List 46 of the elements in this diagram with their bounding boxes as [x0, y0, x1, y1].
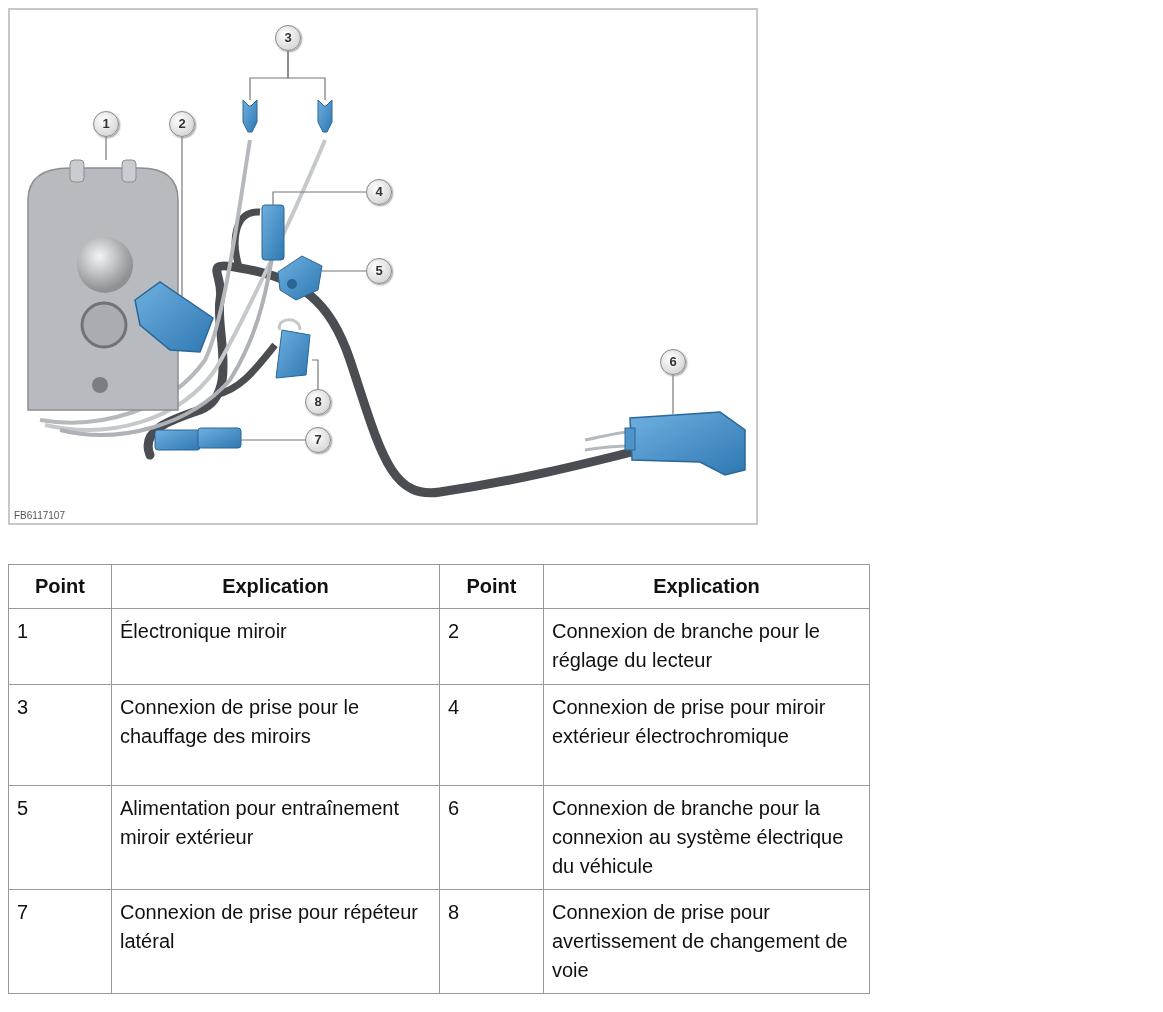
callout-number: 6 [660, 349, 686, 375]
leader-line [181, 136, 183, 298]
callout-number: 5 [366, 258, 392, 284]
figure-code: FB6117107 [14, 510, 65, 521]
item-number: 6 [439, 785, 544, 890]
callout-number: 8 [305, 389, 331, 415]
item-number: 8 [439, 889, 544, 994]
connector-drawing [154, 427, 242, 451]
connector-drawing [277, 255, 323, 301]
item-number: 1 [8, 608, 112, 685]
column-header: Explication [111, 564, 440, 609]
column-header: Explication [543, 564, 870, 609]
leader-line [272, 191, 367, 206]
item-number: 5 [8, 785, 112, 890]
item-description: Alimentation pour entraînement miroir extérieur [111, 785, 440, 890]
column-header: Point [8, 564, 112, 609]
item-description: Connexion de prise pour le chauffage des miroirs [111, 684, 440, 786]
connector-drawing [624, 411, 746, 476]
callout-number: 7 [305, 427, 331, 453]
item-description: Connexion de prise pour avertissement de changement de voie [543, 889, 870, 994]
callout-number: 2 [169, 111, 195, 137]
item-number: 3 [8, 684, 112, 786]
leader-line [287, 50, 326, 101]
leader-line [672, 374, 674, 415]
item-description: Connexion de branche pour le réglage du lecteur [543, 608, 870, 685]
item-number: 7 [8, 889, 112, 994]
item-number: 4 [439, 684, 544, 786]
leader-line [240, 439, 306, 441]
leader-line [311, 359, 319, 390]
callout-number: 4 [366, 179, 392, 205]
connector-drawing [317, 99, 333, 133]
item-description: Électronique miroir [111, 608, 440, 685]
leader-line [105, 136, 107, 161]
callout-number: 1 [93, 111, 119, 137]
leader-line [321, 270, 367, 272]
item-number: 2 [439, 608, 544, 685]
item-description: Connexion de prise pour répéteur latéral [111, 889, 440, 994]
connector-drawing [242, 99, 258, 133]
connector-drawing [275, 329, 311, 379]
connector-drawing [261, 204, 285, 261]
item-description: Connexion de branche pour la connexion au système électrique du véhicule [543, 785, 870, 890]
item-description: Connexion de prise pour miroir extérieur électrochromique [543, 684, 870, 786]
callout-number: 3 [275, 25, 301, 51]
control-unit-drawing [27, 159, 179, 411]
connector-drawing [134, 281, 214, 353]
column-header: Point [439, 564, 544, 609]
